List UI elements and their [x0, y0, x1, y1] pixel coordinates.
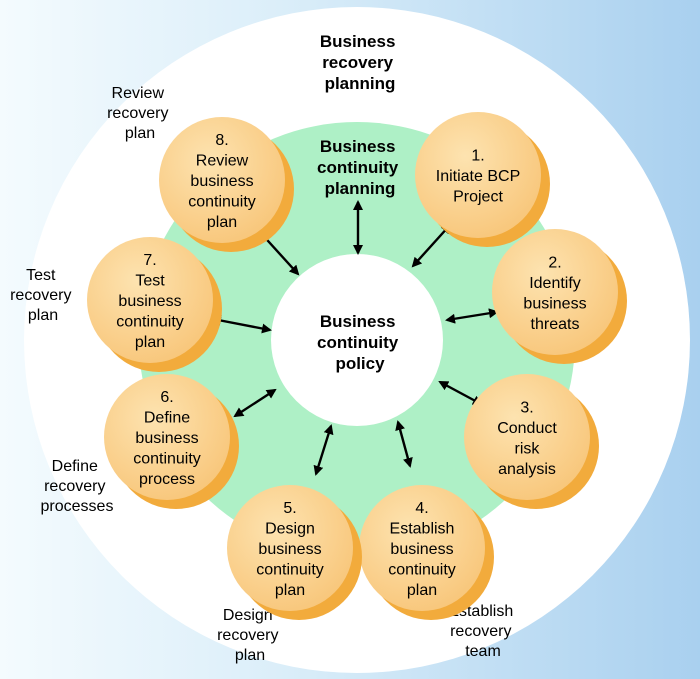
inner-ring-title: Business continuity planning — [317, 137, 403, 198]
node-circle — [492, 229, 618, 355]
outer-label-review: Review recovery plan — [107, 85, 173, 142]
node-circle — [415, 112, 541, 238]
double-arrow — [411, 223, 452, 268]
center-circle — [271, 254, 443, 426]
outer-label-design: Design recovery plan — [217, 607, 283, 664]
outer-label-define: Define recovery processes — [41, 458, 114, 515]
double-arrow — [233, 388, 277, 418]
node-circle — [159, 117, 285, 243]
node-circle — [87, 237, 213, 363]
outer-ring-title: Business recovery planning — [320, 32, 400, 93]
center-title: Business continuity policy — [317, 312, 403, 373]
double-arrow — [211, 315, 272, 334]
double-arrow — [395, 420, 413, 468]
node-circle — [227, 485, 353, 611]
outer-label-test: Test recovery plan — [10, 267, 76, 324]
node-circle — [464, 374, 590, 500]
double-arrow — [438, 380, 483, 406]
node-circle — [359, 485, 485, 611]
double-arrow — [445, 308, 499, 324]
node-circle — [104, 374, 230, 500]
double-arrow — [313, 424, 334, 476]
